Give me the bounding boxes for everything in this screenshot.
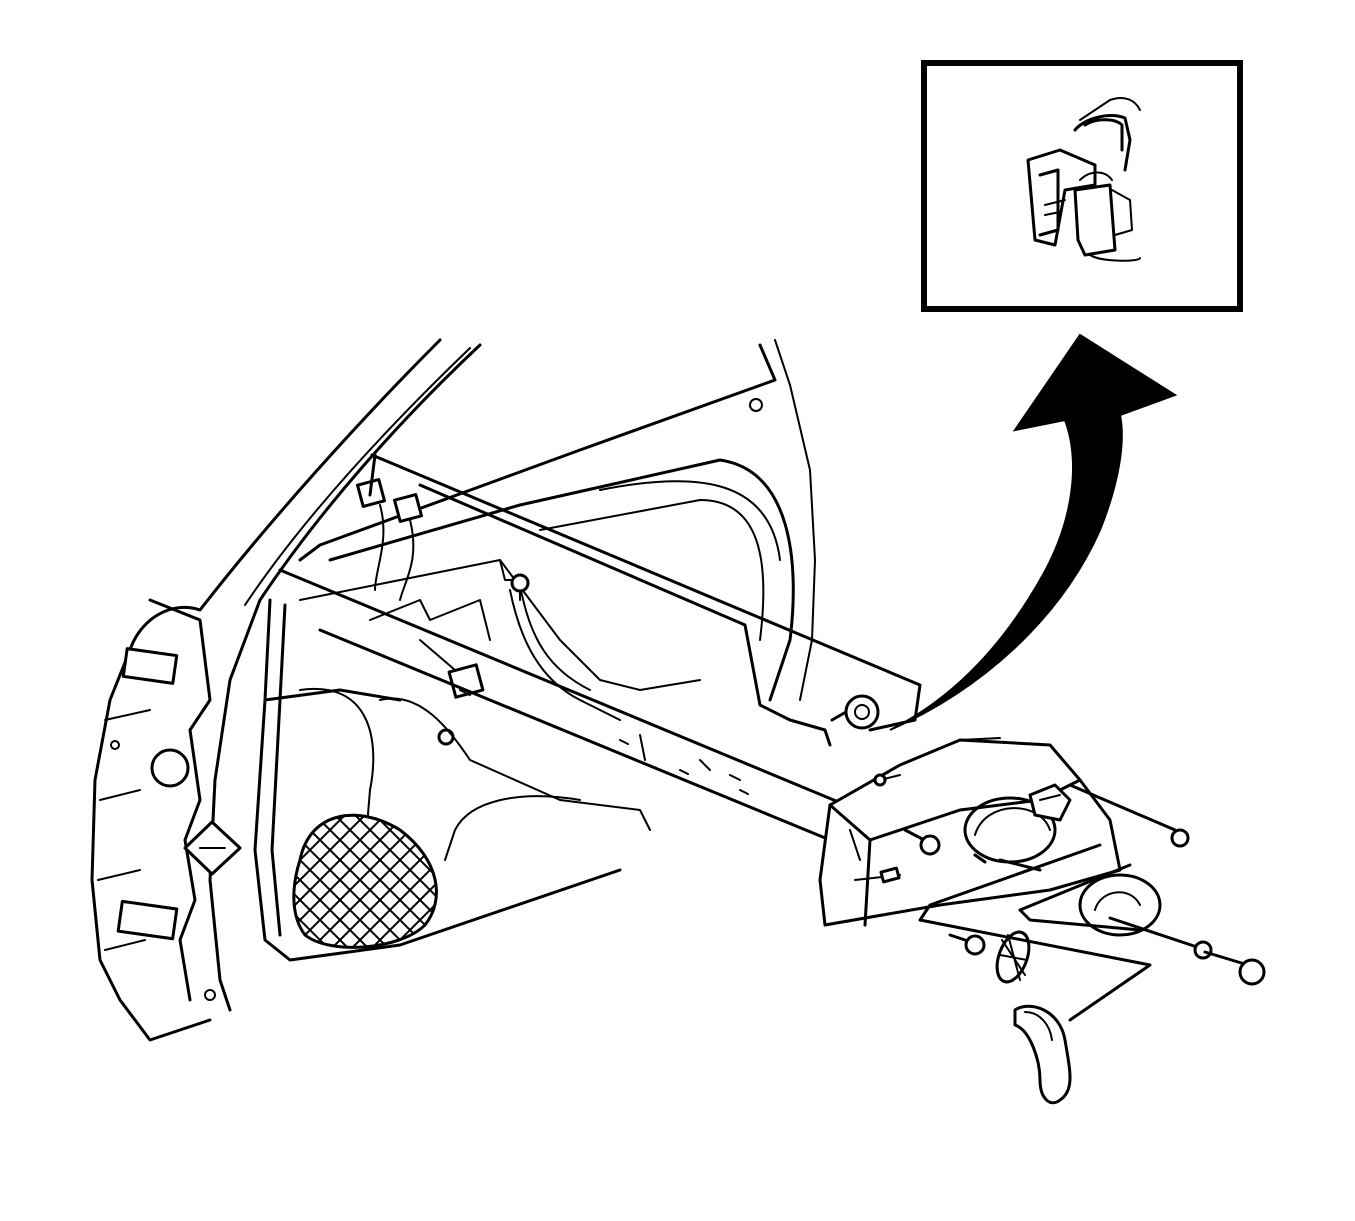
- vehicle-body-door-opening: [90, 338, 482, 1042]
- pull-cup-cover: [1013, 1004, 1072, 1105]
- detail-inset-clip-view: [921, 60, 1243, 312]
- assembly-projection-lines: [918, 843, 1152, 1022]
- trim-screw: [903, 783, 1266, 986]
- pull-handle-bracket: [818, 737, 1162, 937]
- screw-cap: [995, 930, 1031, 984]
- exploded-view-guide-lines: [278, 453, 932, 842]
- push-pin-retainer: [948, 783, 1072, 956]
- retainer-clip: [830, 694, 880, 730]
- speaker-grille: [292, 813, 438, 949]
- door-inner-panel: [298, 339, 816, 702]
- callout-arrow: [889, 333, 1178, 731]
